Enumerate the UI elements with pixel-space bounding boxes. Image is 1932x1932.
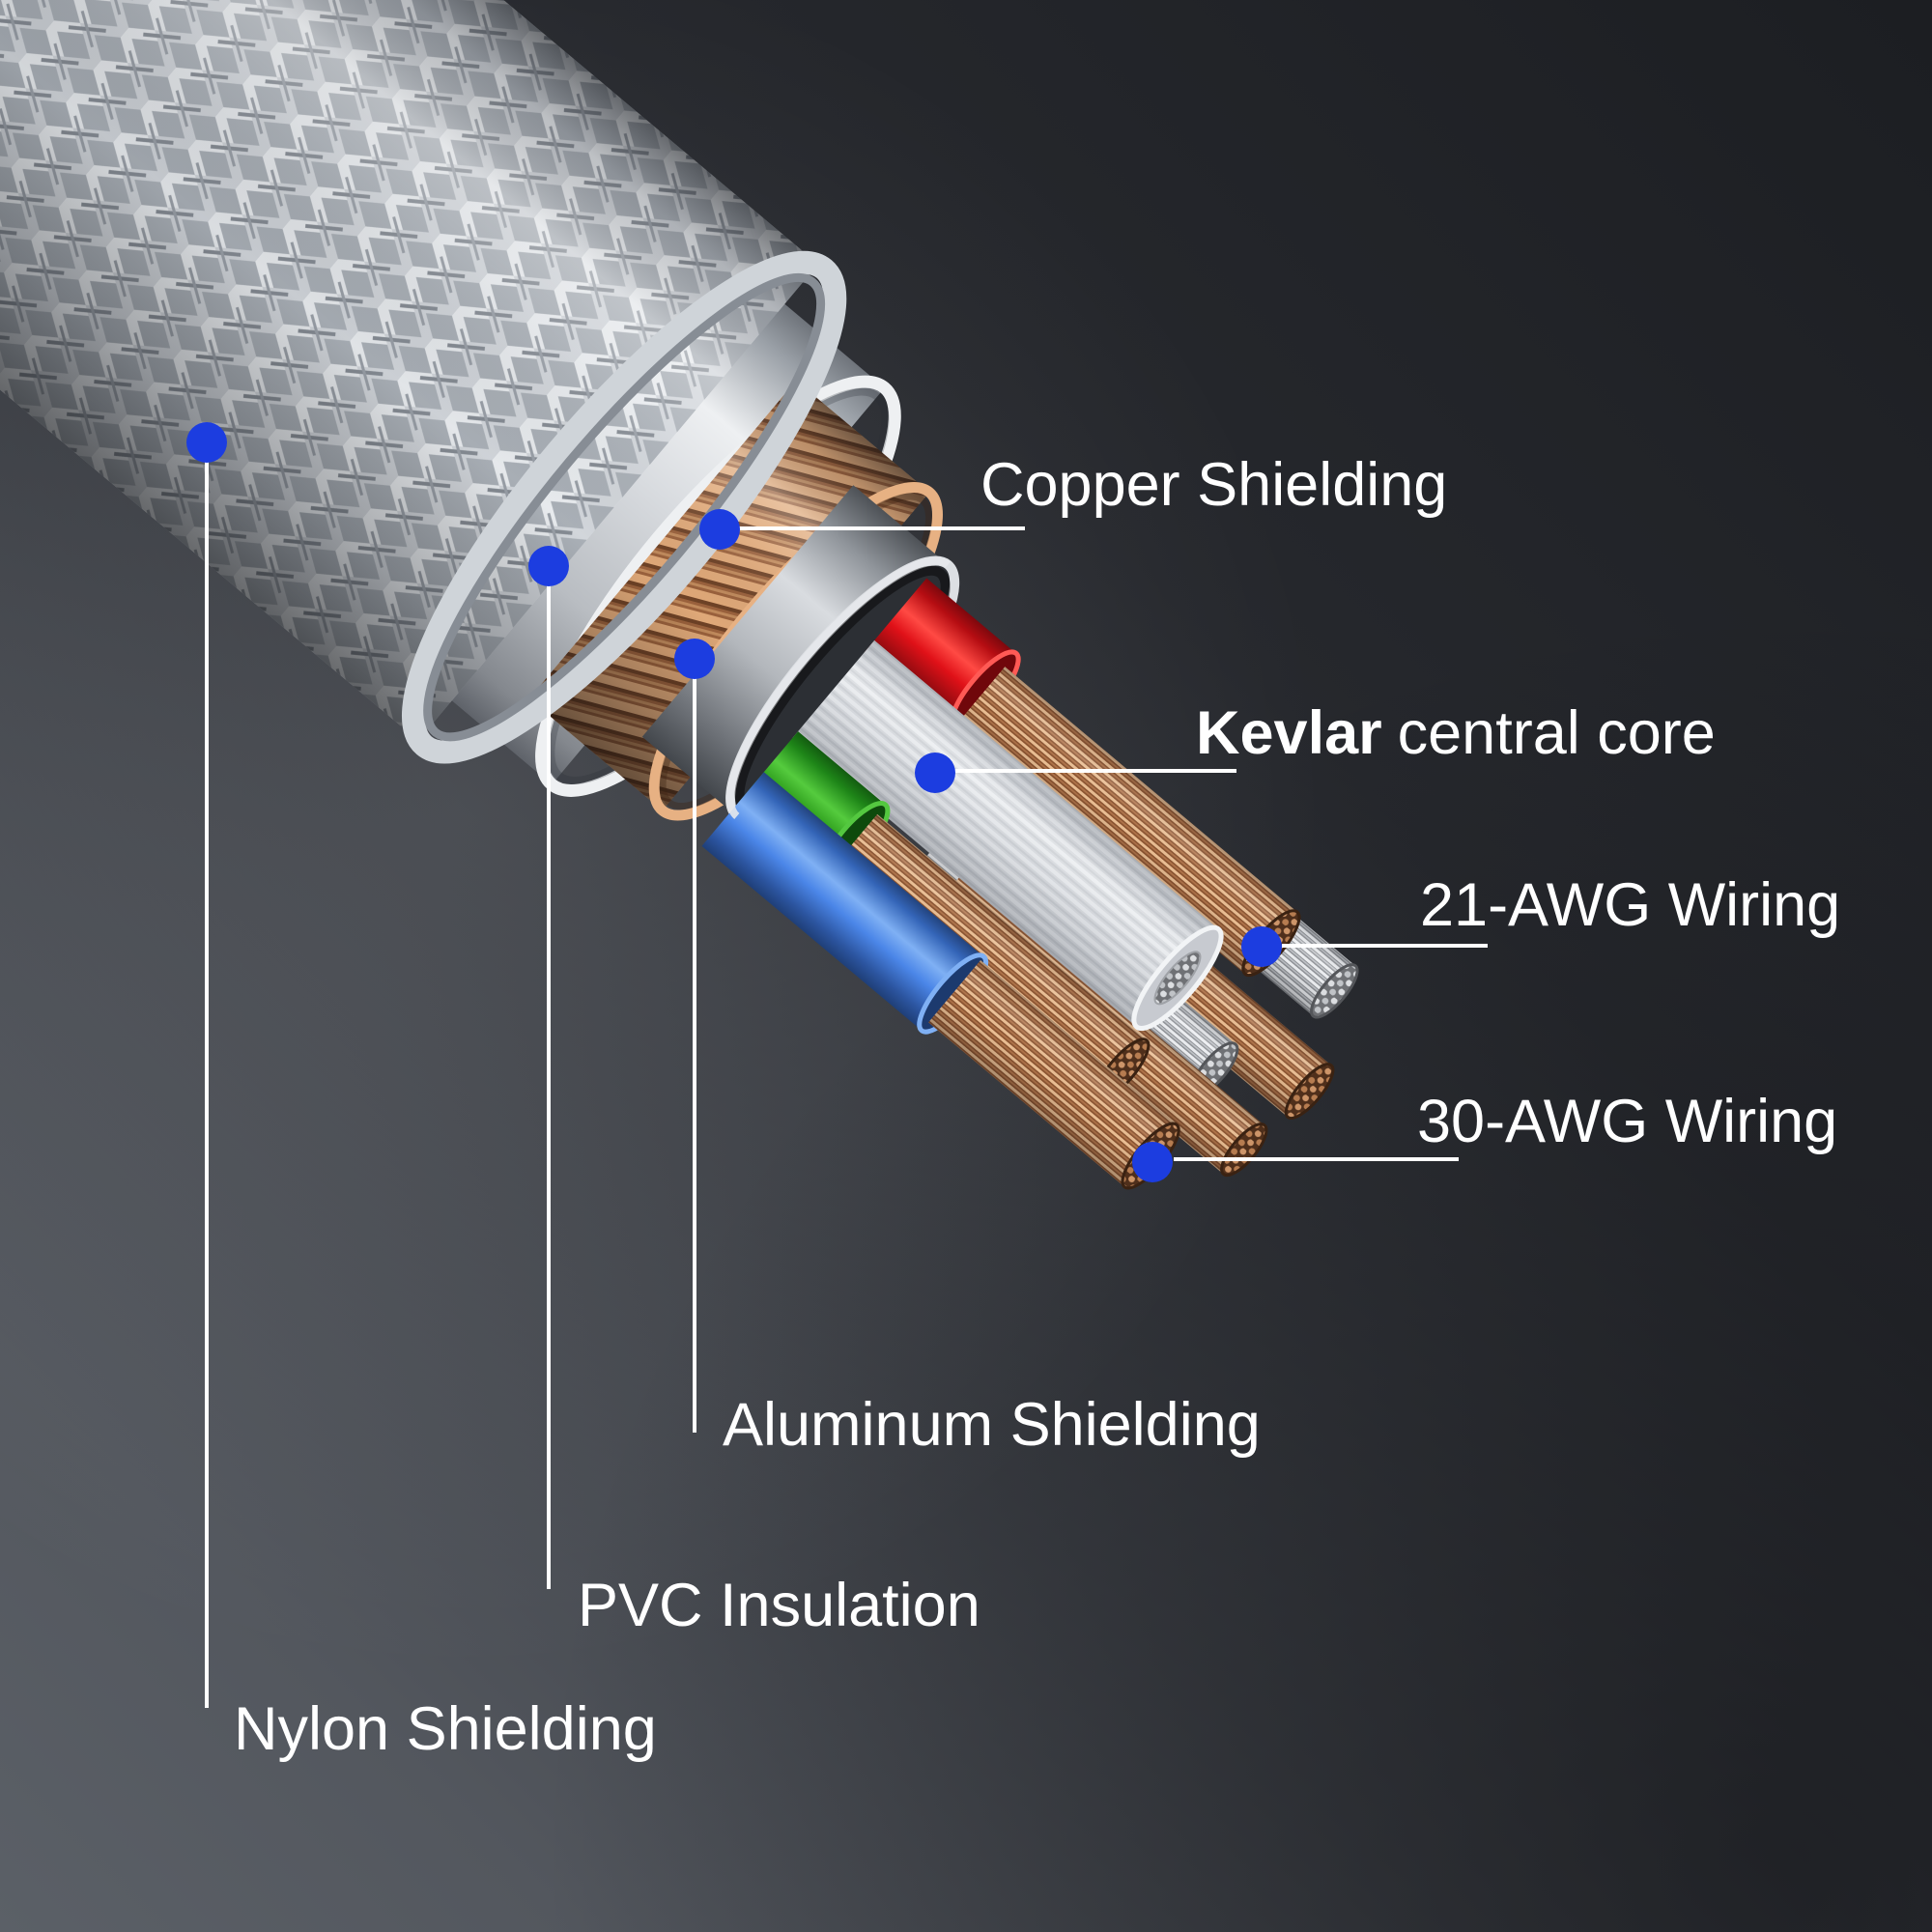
- label-kevlar-bold: Kevlar: [1196, 699, 1382, 767]
- red-wire: [864, 578, 1301, 978]
- marker-dot: [915, 753, 955, 793]
- cable-assembly: [0, 0, 1359, 1190]
- callout-nylon-shielding: Nylon Shielding: [186, 422, 657, 1763]
- label-kevlar-rest: central core: [1398, 699, 1716, 767]
- label-awg21: 21-AWG Wiring: [1420, 871, 1840, 939]
- blue-wire: [701, 772, 1180, 1190]
- marker-dot: [699, 509, 740, 550]
- callout-awg21: 21-AWG Wiring: [1241, 871, 1840, 967]
- marker-dot: [674, 639, 715, 679]
- aluminum-front-rim: [726, 556, 951, 820]
- marker-dot: [1132, 1142, 1173, 1182]
- callout-copper-shielding: Copper Shielding: [699, 451, 1447, 550]
- green-wire: [738, 731, 1151, 1102]
- callout-aluminum-shielding: Aluminum Shielding: [674, 639, 1261, 1459]
- label-aluminum-shielding: Aluminum Shielding: [723, 1391, 1261, 1459]
- nylon-shielding-layer: [0, 0, 847, 764]
- marker-dot: [186, 422, 227, 463]
- label-awg30: 30-AWG Wiring: [1417, 1088, 1837, 1155]
- label-pvc-insulation: PVC Insulation: [578, 1572, 980, 1639]
- marker-dot: [1241, 926, 1282, 967]
- label-nylon-shielding: Nylon Shielding: [234, 1695, 657, 1763]
- callout-awg30: 30-AWG Wiring: [1132, 1088, 1837, 1182]
- label-copper-shielding: Copper Shielding: [980, 451, 1447, 519]
- marker-dot: [528, 546, 569, 586]
- kevlar-core: [792, 639, 1224, 1032]
- callout-pvc-insulation: PVC Insulation: [528, 546, 980, 1639]
